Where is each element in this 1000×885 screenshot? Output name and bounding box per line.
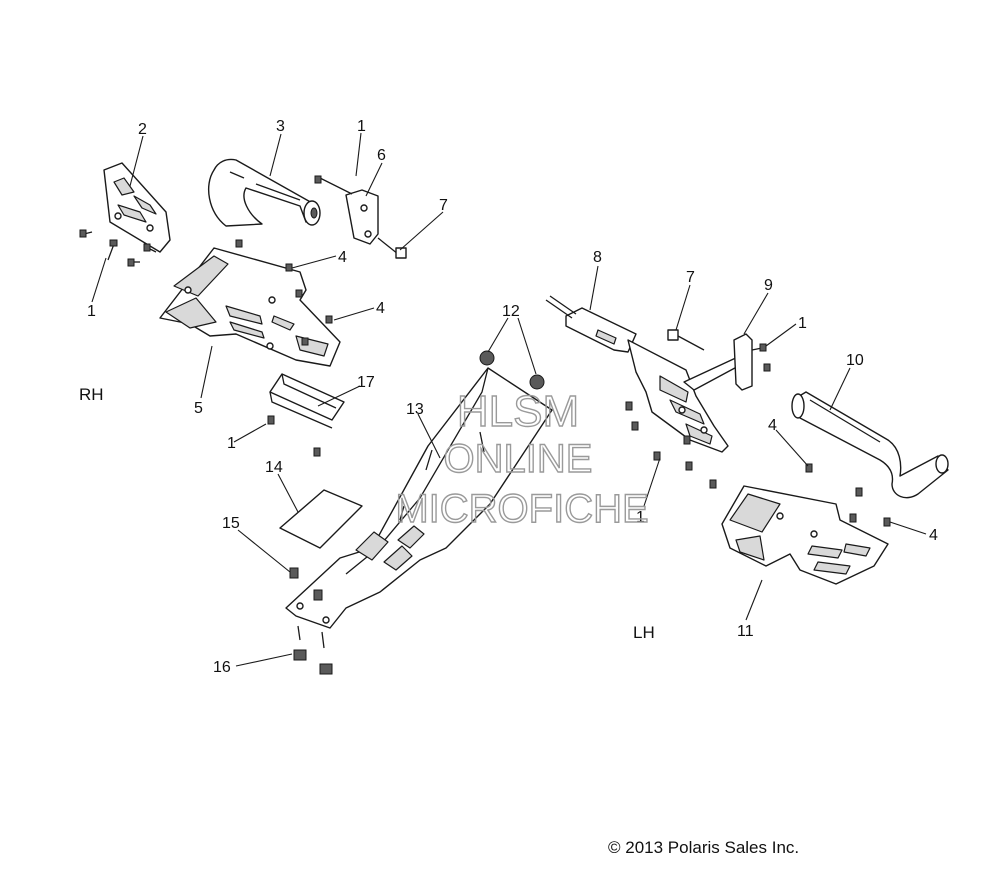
part-5-screws	[235, 239, 333, 346]
callout: 1	[357, 118, 366, 135]
callout: 1	[798, 315, 807, 332]
callout: 7	[686, 269, 695, 286]
callout: 4	[338, 249, 347, 266]
part-3-tube	[207, 158, 321, 227]
watermark-line-3: MICROFICHE	[395, 487, 648, 531]
lh-panel-screws	[625, 401, 717, 489]
callout: 3	[276, 118, 285, 135]
callout: 8	[593, 249, 602, 266]
part-7-bolt-rh	[377, 237, 407, 259]
copyright-text: © 2013 Polaris Sales Inc.	[608, 838, 799, 857]
callout: 5	[194, 400, 203, 417]
leader-lines	[91, 132, 927, 667]
part-5-panel	[159, 247, 341, 367]
part-2-screws	[79, 229, 157, 267]
callout: 13	[406, 401, 424, 418]
callout: 7	[439, 197, 448, 214]
watermark-line-1: HLSM	[457, 387, 579, 436]
part-17-rail	[267, 373, 345, 457]
part-11-panel	[721, 485, 889, 585]
side-label-lh: LH	[633, 623, 655, 642]
callout: 1	[636, 509, 645, 526]
part-12-nuts	[479, 350, 545, 390]
callout: 14	[265, 459, 283, 476]
watermark-line-2: ONLINE	[444, 437, 593, 481]
part-11-screws	[805, 463, 891, 527]
side-label-rh: RH	[79, 385, 104, 404]
lh-side-panel	[627, 339, 747, 453]
callout: 4	[768, 417, 777, 434]
callout: 1	[87, 303, 96, 320]
watermark: HLSM ONLINE MICROFICHE	[395, 386, 650, 531]
callout: 11	[737, 623, 754, 640]
part-14-decal	[279, 489, 363, 549]
callout: 15	[222, 515, 240, 532]
part-15-screws	[289, 567, 325, 649]
part-7-bolt-lh	[667, 329, 705, 351]
part-6-plate	[314, 175, 379, 245]
callout: 2	[138, 121, 147, 138]
part-13-skid	[285, 367, 553, 629]
part-8-bracket	[545, 295, 637, 353]
callout: 1	[227, 435, 236, 452]
callout: 4	[929, 527, 938, 544]
callout: 4	[376, 300, 385, 317]
callout: 6	[377, 147, 386, 164]
callout: 10	[846, 352, 864, 369]
part-16-clips	[293, 649, 333, 675]
part-10-tube	[791, 391, 949, 499]
part-2-bracket	[103, 162, 171, 253]
callout: 9	[764, 277, 773, 294]
callout: 12	[502, 303, 520, 320]
callout: 17	[357, 374, 375, 391]
callout: 16	[213, 659, 231, 676]
part-9-plate	[733, 333, 771, 391]
